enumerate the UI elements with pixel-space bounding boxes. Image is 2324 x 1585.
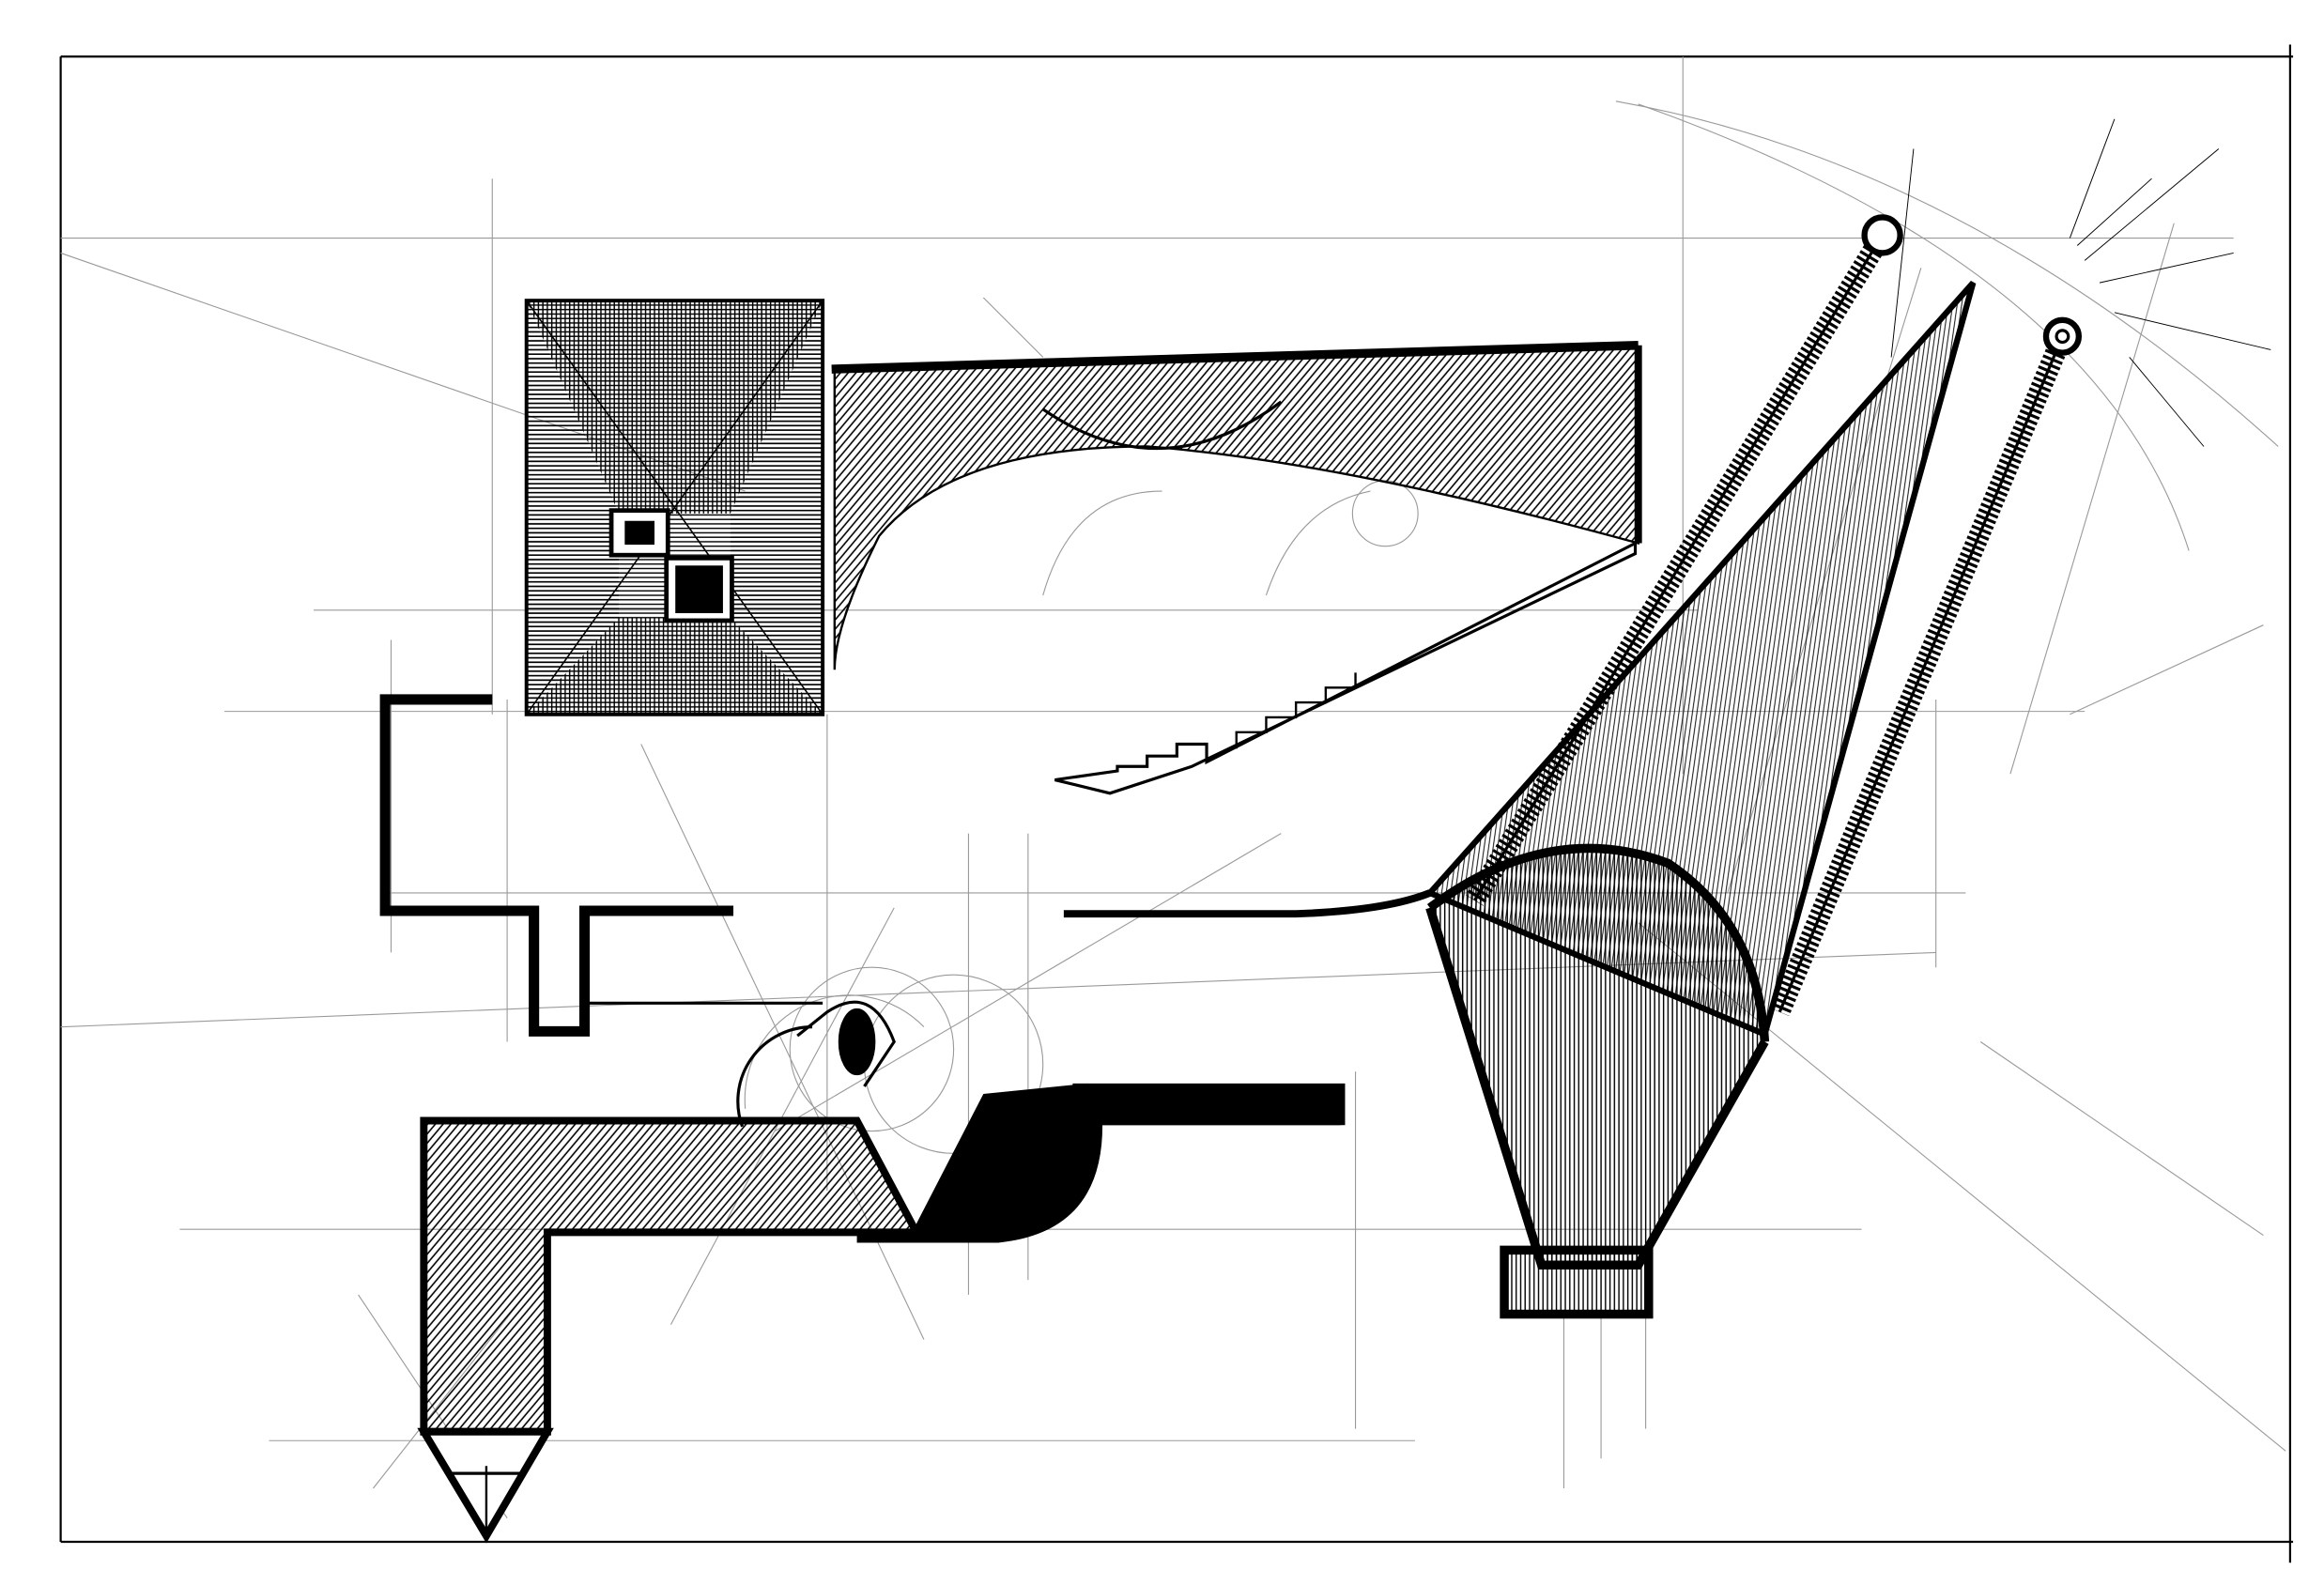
mid-strip <box>1063 889 1432 918</box>
coiled-rod-right <box>1770 316 2083 1017</box>
black-arm <box>856 1083 1346 1243</box>
coiled-rod-left <box>1465 214 1903 906</box>
border-frame <box>59 44 2294 1563</box>
l-shape-block <box>417 1116 923 1544</box>
cone-sculpture <box>1424 281 1977 1319</box>
stair-section <box>1054 540 1638 795</box>
top-wedge <box>831 340 1642 670</box>
radiating-rays <box>1890 118 2271 447</box>
pyramid-square <box>524 299 825 716</box>
left-wall-outline <box>379 694 823 1037</box>
eye-motif <box>736 1000 896 1128</box>
